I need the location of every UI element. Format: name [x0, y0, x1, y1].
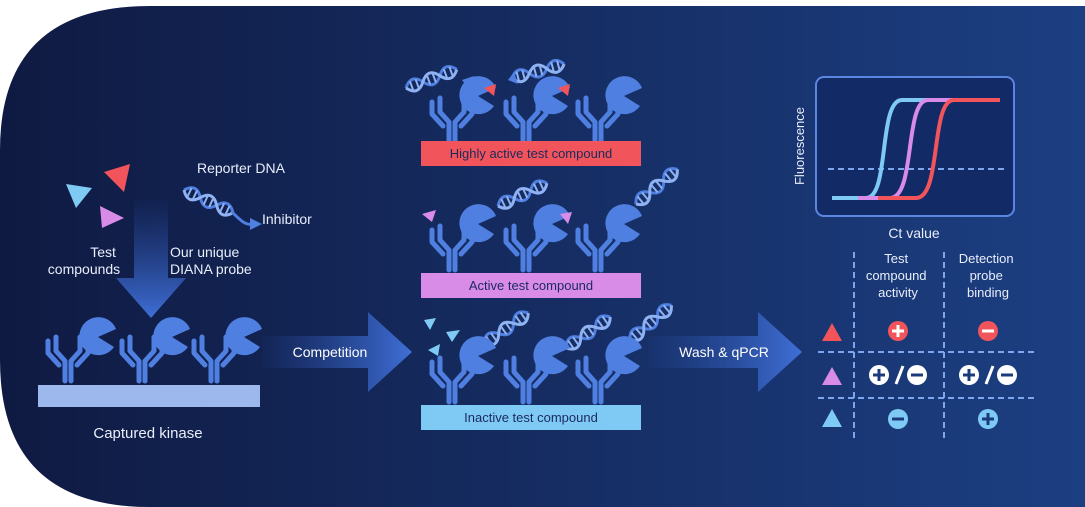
reporter-dna-label: Reporter DNA	[197, 160, 286, 176]
test-compounds-label: Test compounds	[48, 244, 120, 277]
row2-activity-plus-minus-icon	[869, 365, 927, 385]
curve-red	[878, 98, 1000, 200]
row3-binding-plus-icon	[978, 409, 998, 429]
down-arrow	[116, 200, 186, 318]
qpcr-chart-frame	[815, 76, 1015, 217]
inactive-row	[424, 299, 677, 402]
competition-label: Competition	[293, 344, 368, 360]
triangle-cyan	[66, 184, 92, 208]
highly-active-label: Highly active test compound	[450, 146, 613, 161]
captured-kinase-label: Captured kinase	[93, 425, 202, 442]
row2-pink-triangle-marker	[822, 367, 842, 385]
inhibitor-label: Inhibitor	[262, 211, 312, 227]
header-test-compound-activity: Test compound activity	[866, 251, 930, 300]
active-bar	[421, 273, 641, 298]
chart-ylabel: Fluorescence	[792, 107, 807, 185]
wash-qpcr-label: Wash & qPCR	[679, 344, 769, 360]
row3-activity-minus-icon	[888, 409, 908, 429]
diana-probe-label: Our unique DIANA probe	[170, 244, 252, 277]
row1-red-triangle-marker	[822, 323, 842, 341]
inhibitor-arrowhead	[250, 218, 262, 230]
inactive-bar	[421, 405, 641, 430]
row1-activity-plus-icon	[888, 321, 908, 341]
triangle-pink	[100, 206, 124, 228]
row2-binding-plus-minus-icon	[959, 365, 1017, 385]
highly-active-bar	[421, 141, 641, 166]
header-detection-probe-binding: Detection probe binding	[959, 251, 1018, 300]
results-table	[818, 252, 1034, 440]
wash-arrow	[648, 312, 802, 392]
active-label: Active test compound	[469, 278, 593, 293]
row3-blue-triangle-marker	[822, 409, 842, 427]
active-row	[422, 163, 683, 270]
chart-xlabel: Ct value	[888, 225, 940, 241]
competition-arrow	[262, 312, 412, 392]
row1-binding-minus-icon	[978, 321, 998, 341]
triangle-red	[104, 164, 130, 192]
highly-active-row	[402, 56, 642, 142]
background-panel	[0, 6, 1085, 507]
capture-surface	[38, 385, 260, 407]
inactive-label: Inactive test compound	[464, 410, 598, 425]
